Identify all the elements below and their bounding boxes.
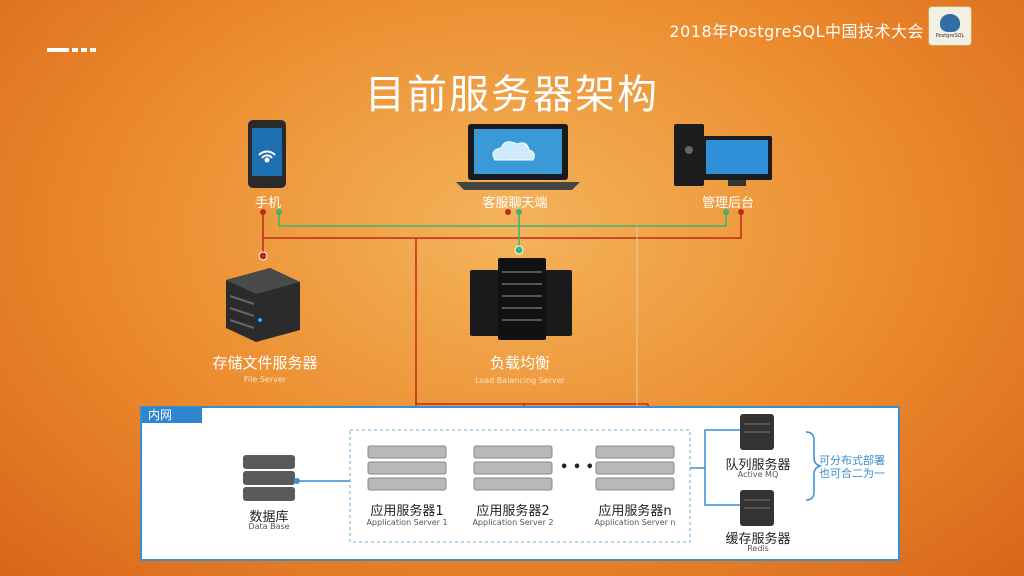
note-line-1: 可分布式部署	[819, 454, 885, 467]
laptop-icon	[456, 124, 580, 190]
cache-server-icon	[740, 490, 774, 526]
phone-icon	[248, 120, 286, 188]
app-server-n-label: 应用服务器n	[598, 504, 672, 519]
file-server-sub: File Server	[243, 375, 287, 384]
deployment-note: 可分布式部署也可合二为一	[814, 454, 890, 480]
app-server-n-sub: Application Server n	[594, 518, 676, 527]
page-title: 目前服务器架构	[365, 72, 659, 118]
app-cluster-box	[349, 429, 691, 543]
logo-text: PostgreSQL	[935, 32, 965, 39]
load-balancer-sub: Load Balancing Server	[475, 376, 565, 385]
load-balancer-label: 负载均衡	[489, 354, 550, 372]
cache-label: 缓存服务器	[725, 532, 791, 547]
load-balancer-icon	[470, 258, 572, 340]
desktop-icon	[674, 124, 772, 186]
app-server-2-icon	[473, 445, 553, 491]
postgresql-logo: PostgreSQL	[928, 6, 972, 46]
mq-sub: Active MQ	[737, 470, 779, 479]
mq-server-icon	[740, 414, 774, 450]
admin-label: 管理后台	[701, 196, 754, 211]
app-server-n-icon	[595, 445, 675, 491]
header-decoration	[47, 48, 99, 67]
file-server-label: 存储文件服务器	[212, 354, 318, 372]
phone-label: 手机	[254, 196, 281, 211]
app-server-2-sub: Application Server 2	[472, 518, 554, 527]
database-sub: Data Base	[248, 522, 290, 531]
more-servers-dots: • • •	[560, 460, 594, 475]
conference-name: 2018年PostgreSQL中国技术大会	[669, 22, 924, 41]
note-line-2: 也可合二为一	[819, 467, 885, 480]
file-server-icon	[226, 268, 300, 342]
app-server-1-icon	[367, 445, 447, 491]
elephant-icon	[940, 13, 960, 32]
app-server-1-label: 应用服务器1	[370, 504, 444, 519]
mq-label: 队列服务器	[725, 458, 791, 473]
app-server-2-label: 应用服务器2	[476, 504, 550, 519]
cache-sub: Redis	[747, 544, 769, 553]
bracket	[805, 431, 823, 501]
mq-cache-links	[690, 429, 740, 506]
database-icon	[243, 455, 295, 501]
chat-client-label: 客服聊天端	[482, 196, 548, 211]
app-server-1-sub: Application Server 1	[366, 518, 448, 527]
intranet-tab: 内网	[142, 407, 202, 423]
database-label: 数据库	[249, 510, 289, 525]
